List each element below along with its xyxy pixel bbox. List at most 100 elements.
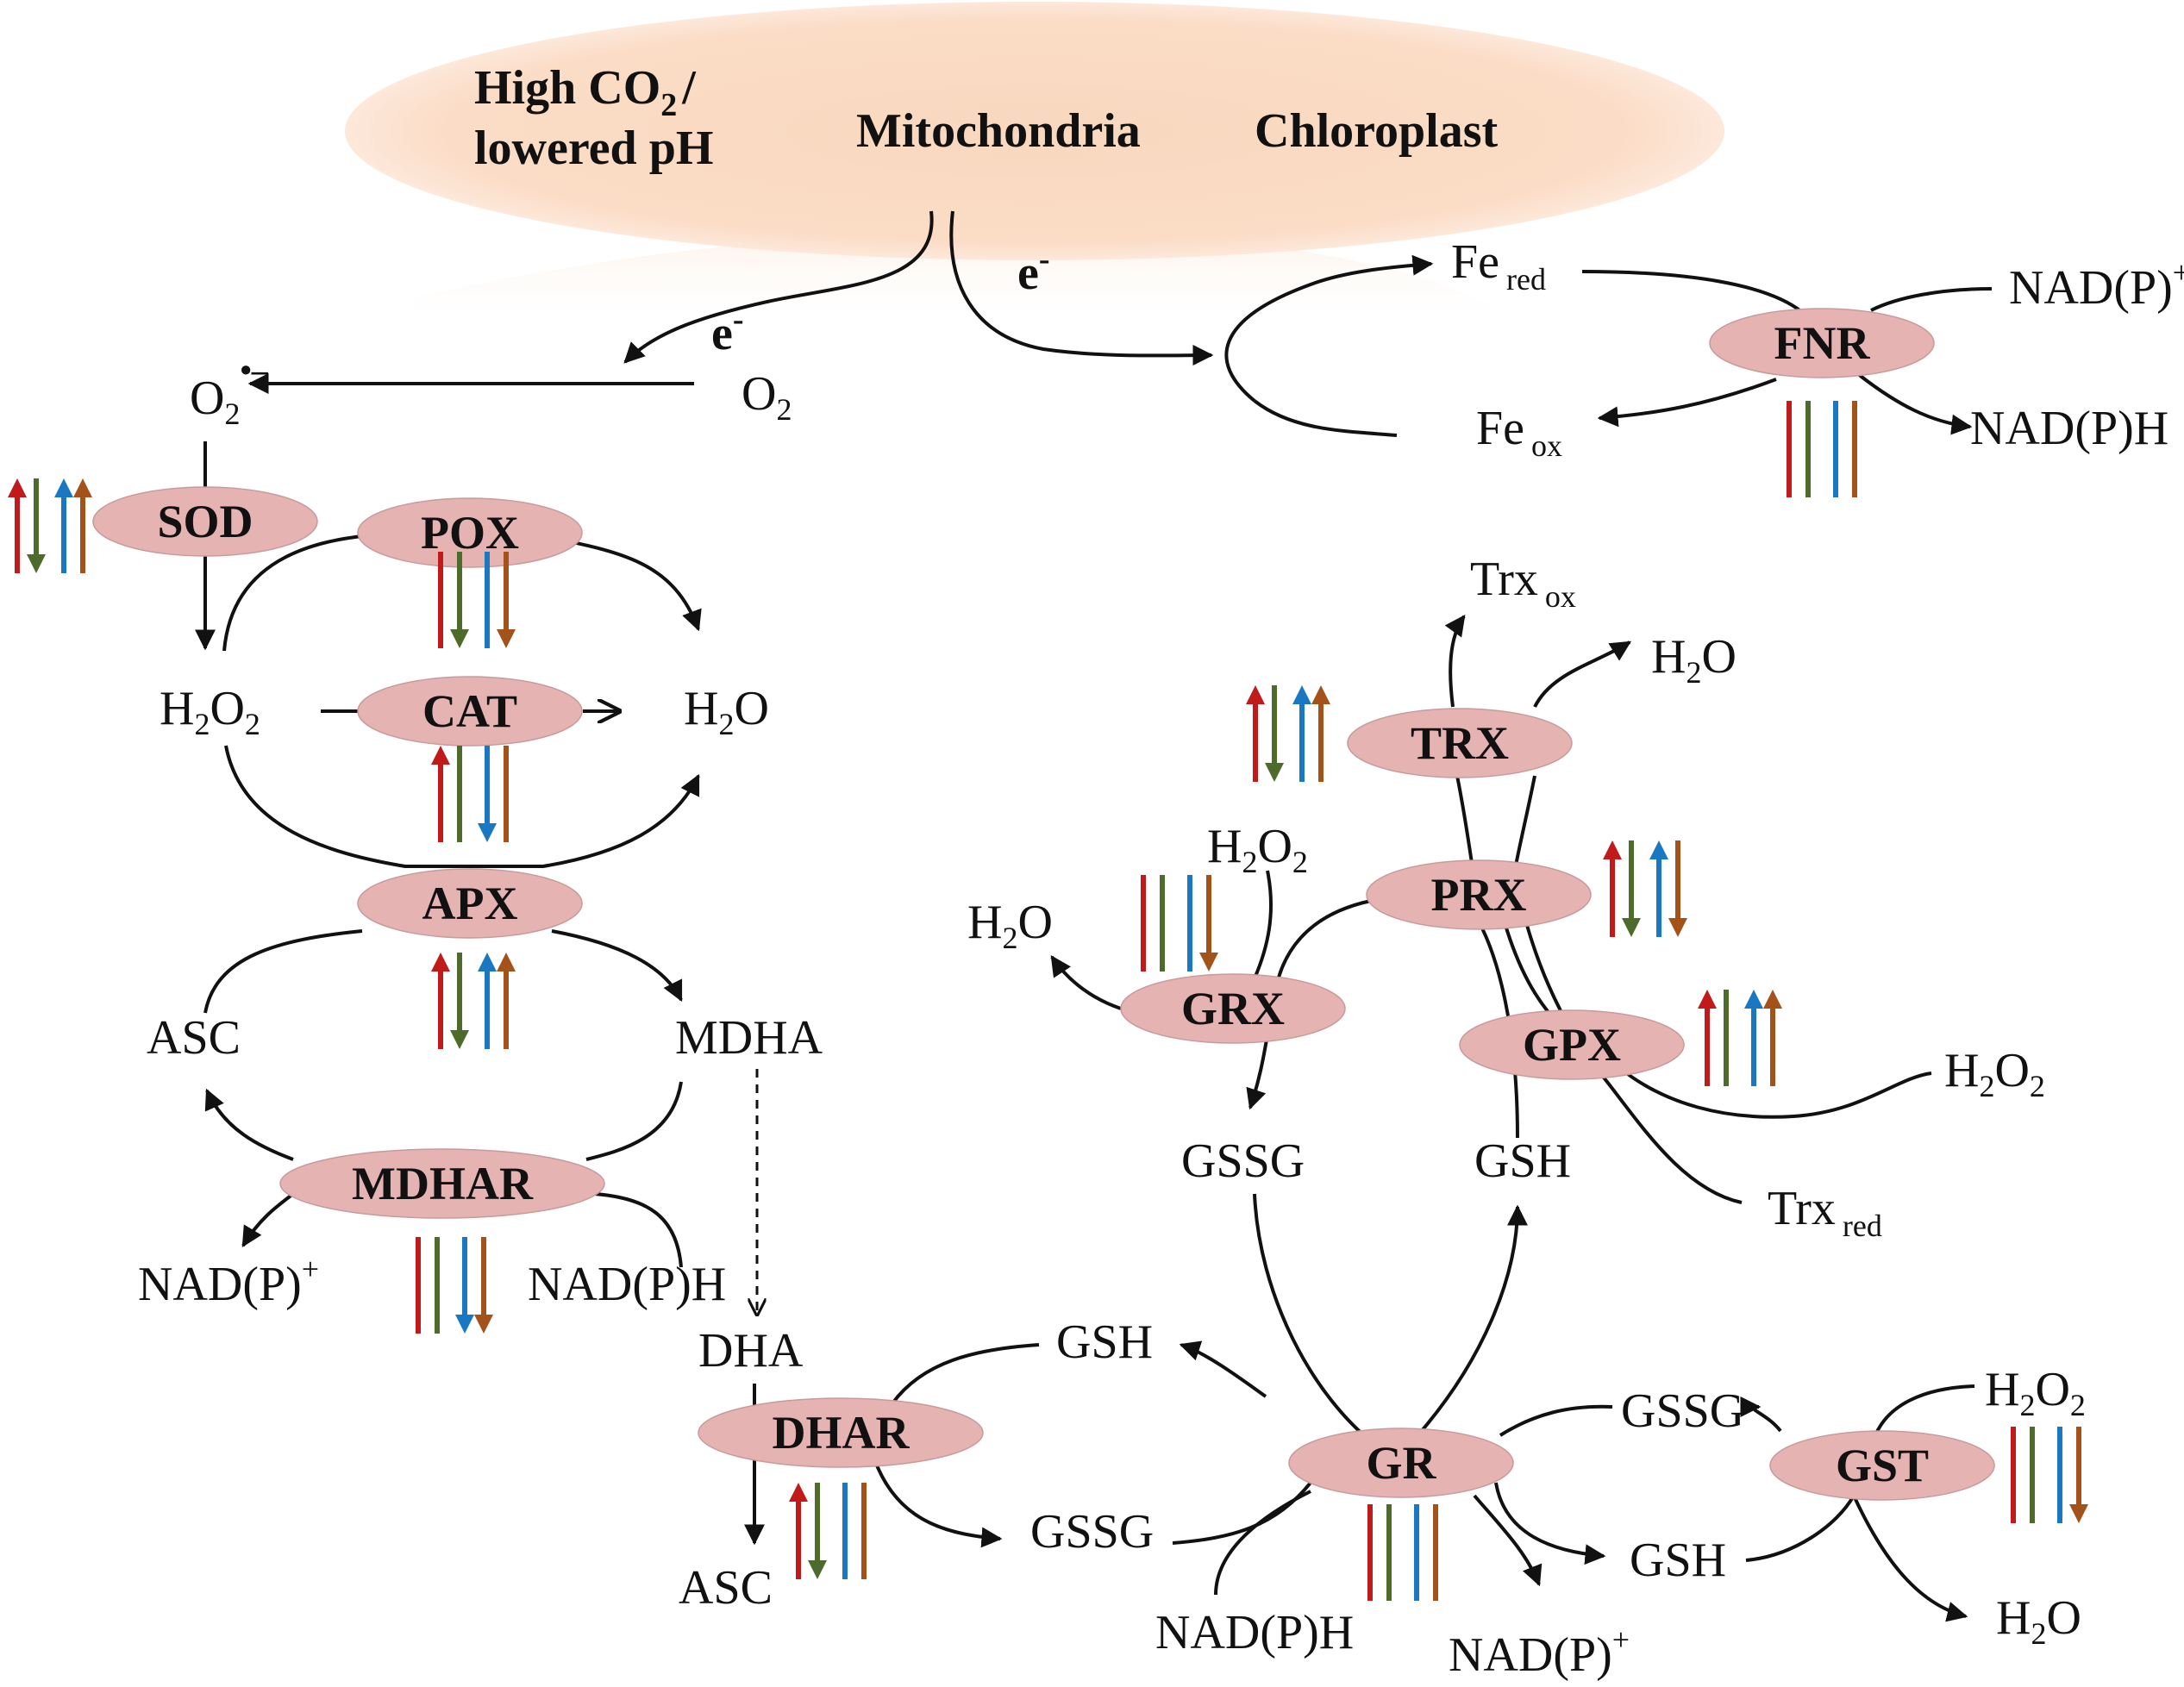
nadp-plus-gr: NAD(P)+: [1449, 1622, 1630, 1682]
trx-bar-1-up-arrowhead: [1246, 685, 1265, 704]
mdhar-to-nadp-arrow: [241, 1192, 295, 1248]
nadp-plus-left: NAD(P)+: [138, 1252, 319, 1311]
h2o2-gst: H2O2: [1985, 1363, 2086, 1422]
svg-text:CAT: CAT: [422, 685, 517, 737]
svg-text:FNR: FNR: [1774, 317, 1871, 369]
trx-to-h2o-arrow: [1533, 640, 1632, 708]
cat-bar-3-down-arrowhead: [478, 823, 497, 842]
regulation-bars-layer: [8, 401, 2088, 1601]
h2o-trx: H2O: [1651, 630, 1737, 690]
gsh-to-prx-line: [1473, 912, 1519, 1139]
gsh-grx: GSH: [1474, 1134, 1571, 1188]
grx-bar-4-down-arrowhead: [1199, 953, 1218, 972]
trx-regulation-bars: [1246, 685, 1330, 782]
apx-bar-1-up-arrowhead: [431, 953, 450, 972]
enzyme-trx: TRX: [1347, 708, 1573, 778]
enzyme-pox: POX: [357, 497, 583, 568]
electron-arrow-left: [623, 210, 934, 364]
enzyme-fnr: FNR: [1709, 308, 1935, 378]
dha: DHA: [698, 1324, 804, 1378]
gst-to-gssg-arrow: [1740, 1396, 1782, 1433]
header-haze: [414, 232, 1518, 328]
chloroplast-label: Chloroplast: [1255, 104, 1498, 158]
svg-text:DHAR: DHAR: [773, 1407, 911, 1459]
header-cloud: [345, 2, 1724, 260]
svg-text:GST: GST: [1836, 1440, 1929, 1491]
gpx-bar-4-up-arrowhead: [1763, 990, 1782, 1009]
sod-bar-3-up-arrowhead: [54, 478, 73, 497]
superoxide: O2•–: [190, 353, 269, 431]
grx-regulation-bars: [1141, 875, 1218, 972]
asc-left: ASC: [147, 1011, 241, 1065]
nadp-to-fnr-line: [1870, 287, 1993, 312]
enzyme-sod: SOD: [92, 486, 318, 557]
apx-regulation-bars: [431, 953, 516, 1049]
enzyme-prx: PRX: [1366, 859, 1592, 930]
gpx-regulation-bars: [1698, 990, 1782, 1086]
trx-bar-3-up-arrowhead: [1292, 685, 1311, 704]
gssg-dhar: GSSG: [1030, 1505, 1154, 1559]
prx-bar-4-down-arrowhead: [1668, 918, 1687, 937]
apx-bar-3-up-arrowhead: [478, 953, 497, 972]
prx-bar-3-up-arrowhead: [1649, 840, 1668, 859]
nadp-plus-fnr: NAD(P)+: [2009, 255, 2184, 315]
gpx-bar-3-up-arrowhead: [1744, 990, 1763, 1009]
fnr-regulation-bars: [1787, 401, 1857, 497]
nadph-fnr: NAD(P)H: [1970, 402, 2168, 455]
enzyme-mdhar: MDHAR: [279, 1148, 605, 1219]
pox-regulation-bars: [438, 552, 516, 648]
asc-bottom: ASC: [679, 1561, 773, 1615]
svg-text:GR: GR: [1367, 1437, 1437, 1489]
enzymes-layer: SOD POX CAT APX MDHAR DHAR FNR TRX PRX G…: [92, 308, 1995, 1501]
fe-red-arrow: [1224, 254, 1434, 403]
electron-left: e-: [711, 302, 744, 360]
prx-regulation-bars: [1603, 840, 1687, 937]
fe-cycle-bottom: [1253, 399, 1398, 437]
dhar-to-gssg-arrow: [873, 1460, 1003, 1548]
gsh-dhar: GSH: [1056, 1315, 1153, 1369]
mitochondria-label: Mitochondria: [856, 104, 1141, 158]
nadph-to-gr-line: [1214, 1490, 1311, 1596]
fnr-to-nadph-arrow: [1852, 369, 1973, 435]
apx-reaction-curve: [224, 745, 700, 868]
gsh-gst: GSH: [1630, 1534, 1726, 1587]
dhar-bar-1-up-arrowhead: [789, 1483, 808, 1502]
apx-bar-2-down-arrowhead: [450, 1030, 469, 1049]
enzyme-gst: GST: [1769, 1430, 1995, 1501]
h2o2-grx: H2O2: [1207, 820, 1308, 879]
svg-text:GPX: GPX: [1523, 1019, 1621, 1071]
enzyme-grx: GRX: [1120, 973, 1346, 1044]
grx-to-gssg-arrow: [1246, 1034, 1269, 1110]
mdhar-bar-3-down-arrowhead: [455, 1315, 474, 1334]
gsh-to-gst-line: [1745, 1495, 1855, 1562]
enzyme-cat: CAT: [357, 676, 583, 747]
h2o2-to-gst-line: [1874, 1384, 1975, 1436]
gpx-bar-1-up-arrowhead: [1698, 990, 1717, 1009]
enzyme-apx: APX: [357, 868, 583, 939]
mdhar-bar-4-down-arrowhead: [474, 1315, 493, 1334]
trx-bar-2-down-arrowhead: [1265, 763, 1284, 782]
fnr-to-fe-ox-arrow: [1597, 378, 1777, 428]
svg-text:GRX: GRX: [1181, 983, 1285, 1034]
dhar-from-gsh-line: [891, 1343, 1040, 1405]
gsh-to-dhar-arrow: [1179, 1340, 1267, 1398]
mdhar-from-nadph-line: [594, 1192, 683, 1268]
svg-text:TRX: TRX: [1411, 717, 1509, 769]
svg-text:POX: POX: [421, 507, 519, 559]
enzyme-dhar: DHAR: [698, 1397, 984, 1468]
pox-bar-4-down-arrowhead: [497, 629, 516, 648]
cat-regulation-bars: [431, 746, 509, 842]
h2o-grx: H2O: [967, 896, 1053, 955]
gr-to-gssg-gst-line: [1499, 1404, 1613, 1437]
nadph-left: NAD(P)H: [528, 1258, 726, 1311]
enzyme-gpx: GPX: [1459, 1009, 1685, 1080]
h2o2-to-grx-line: [1253, 870, 1273, 979]
gssg-dhar-to-gr-line: [1172, 1481, 1312, 1545]
mdha: MDHA: [675, 1011, 823, 1065]
apx-bar-4-up-arrowhead: [497, 953, 516, 972]
apx-to-mdha-arrow: [551, 929, 683, 1003]
sod-bar-2-down-arrowhead: [27, 554, 46, 573]
